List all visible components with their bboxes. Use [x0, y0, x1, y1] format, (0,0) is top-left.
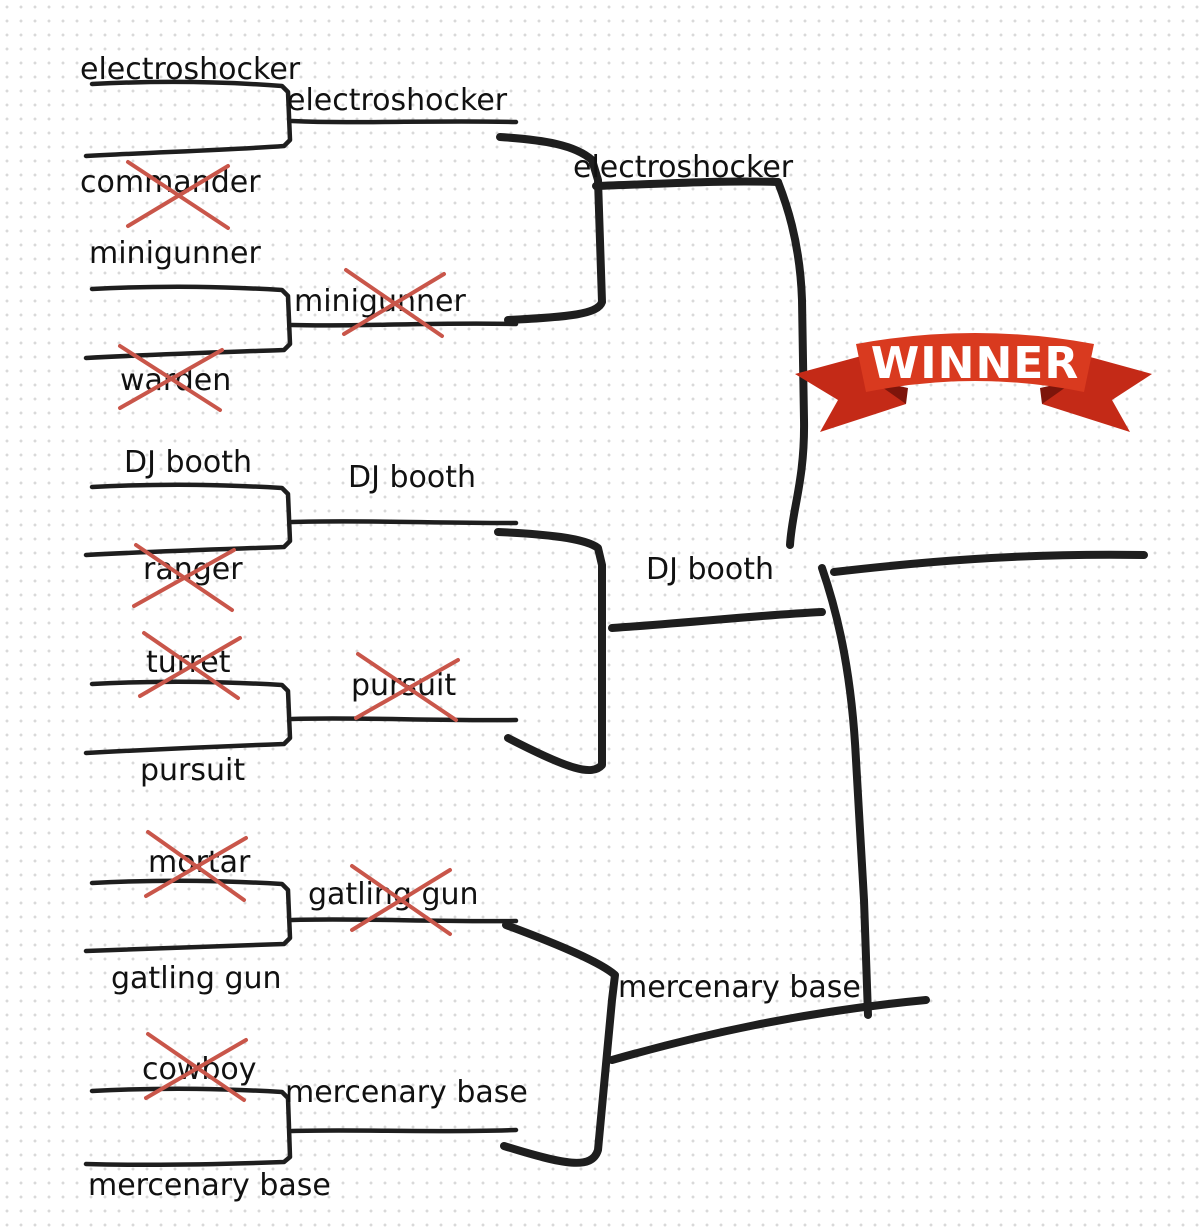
stub-r1-a [289, 118, 519, 125]
strike-x-cowboy [144, 1032, 248, 1102]
r1-label-4: DJ booth [124, 445, 252, 480]
r1-label-1: commander [80, 165, 261, 200]
bracket-r2-a [496, 133, 606, 324]
bracket-r1-c [83, 482, 293, 558]
strike-x-minigunner [342, 268, 446, 338]
strike-x-ranger [132, 543, 236, 612]
stub-r1-c [289, 519, 519, 526]
stub-r2-a [592, 177, 782, 190]
stub-r2-b [608, 608, 826, 632]
strike-x-mortar [144, 830, 248, 902]
strike-x-commander [126, 160, 230, 230]
r1-label-2: minigunner [89, 236, 261, 271]
bracket-r2-b [494, 528, 606, 775]
bracket-final-bottom [818, 564, 872, 1019]
r1-label-9: gatling gun [111, 961, 282, 996]
r3-label-0: electroshocker [573, 150, 794, 185]
strike-x-gatling-gun [350, 864, 452, 936]
bracket-r1-d [83, 679, 293, 756]
r2-label-2: DJ booth [348, 460, 476, 495]
winner-line [830, 550, 1148, 576]
labels: electroshocker commander minigunner ward… [80, 52, 861, 1203]
banner-text: WINNER [871, 338, 1080, 389]
r1-label-0: electroshocker [80, 52, 301, 87]
r3-label-2: mercenary base [618, 970, 861, 1005]
bracket-lines [83, 79, 1148, 1168]
bracket-r2-c [500, 921, 619, 1167]
bracket-r1-e [83, 878, 293, 954]
r2-label-5: mercenary base [285, 1075, 528, 1110]
bracket-r1-f [83, 1086, 293, 1168]
r3-label-1: DJ booth [646, 552, 774, 587]
r1-label-8: mortar [148, 845, 251, 880]
r1-label-5: ranger [143, 552, 243, 587]
stub-r2-c [608, 996, 930, 1064]
bracket-final-top [774, 178, 809, 549]
stub-r1-e [289, 917, 519, 924]
strike-x-pursuit [354, 652, 460, 722]
strike-marks [118, 160, 460, 1102]
stub-r1-f [289, 1127, 519, 1134]
winner-banner: WINNER [795, 333, 1152, 432]
banner-ribbon [856, 333, 1094, 392]
r1-label-7: pursuit [140, 753, 245, 788]
stub-r1-b [289, 321, 519, 328]
strike-x-turret [138, 631, 242, 700]
r2-label-0: electroshocker [287, 83, 508, 118]
bracket-r1-a [83, 79, 293, 159]
r1-label-11: mercenary base [88, 1168, 331, 1203]
stub-r1-d [289, 716, 519, 723]
bracket-r1-b [83, 284, 293, 361]
strike-x-warden [118, 344, 224, 412]
